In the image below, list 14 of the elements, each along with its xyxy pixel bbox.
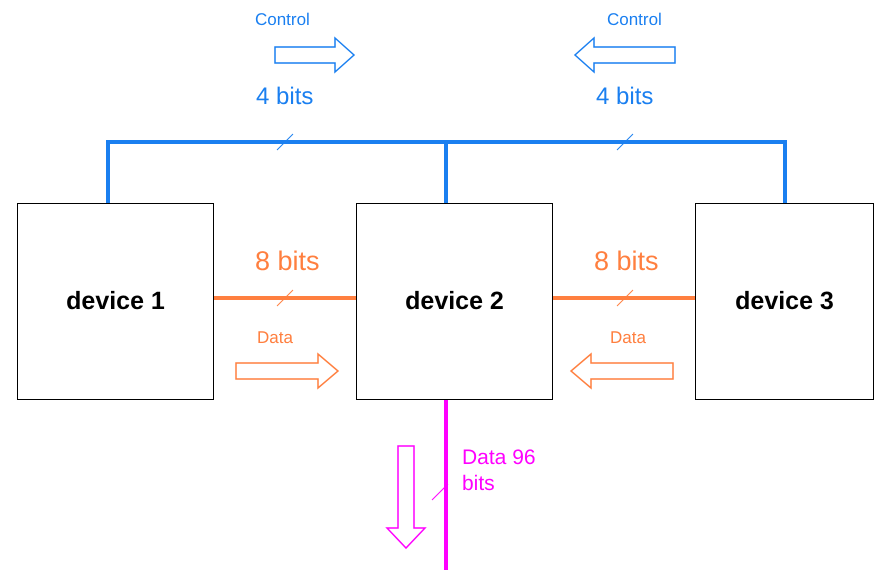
device-box [695, 203, 874, 400]
device-box [17, 203, 214, 400]
device-box [356, 203, 553, 400]
direction-label: Control [607, 10, 662, 30]
block-arrow [570, 352, 674, 390]
bus-line [444, 400, 448, 570]
device-label: device 2 [405, 287, 504, 316]
block-arrow [235, 352, 340, 390]
device-label: device 1 [66, 287, 165, 316]
device-label: device 3 [735, 287, 834, 316]
bus-line [444, 140, 787, 203]
bus-line [553, 296, 695, 300]
bus-line [214, 296, 356, 300]
direction-label: Control [255, 10, 310, 30]
